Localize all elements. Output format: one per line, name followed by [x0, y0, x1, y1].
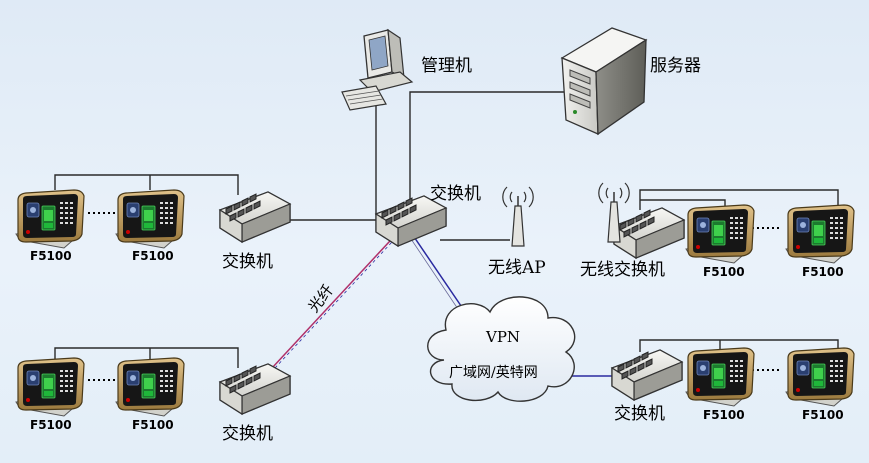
switch-left-bottom-label: 交换机: [222, 424, 273, 444]
terminal-model-label: F5100: [802, 408, 844, 422]
wan-label: 广域网/英特网: [449, 365, 538, 381]
terminal-left-top-2-icon: [115, 189, 185, 249]
terminal-left-bottom-1-icon: [15, 357, 85, 417]
terminal-model-label: F5100: [703, 265, 745, 279]
wireless-ap-icon: [502, 186, 534, 247]
wan-cloud-icon: [427, 296, 576, 402]
switch-left-bottom-icon: [219, 363, 291, 415]
terminal-model-label: F5100: [132, 418, 174, 432]
admin-pc-label: 管理机: [421, 56, 472, 76]
switch-right-bottom-icon: [611, 349, 683, 401]
server-label: 服务器: [650, 56, 701, 76]
admin-pc-icon: [341, 28, 414, 111]
terminal-right-bottom-1-icon: [685, 347, 755, 407]
server-icon: [560, 27, 648, 136]
wireless-switch-label: 无线交换机: [580, 260, 665, 280]
ellipsis-dots: [88, 212, 782, 381]
terminal-model-label: F5100: [703, 408, 745, 422]
terminal-model-label: F5100: [802, 265, 844, 279]
terminal-left-top-1-icon: [15, 189, 85, 249]
wireless-ap-label: 无线AP: [488, 258, 546, 278]
terminal-model-label: F5100: [30, 418, 72, 432]
terminal-right-top-2-icon: [785, 204, 855, 264]
cable-server-core: [409, 91, 572, 200]
switch-left-top-label: 交换机: [222, 252, 273, 272]
switch-left-top-icon: [219, 191, 291, 243]
cable-switch-left-bottom-terminals: [54, 347, 239, 368]
wireless-switch-icon: [598, 182, 685, 259]
cable-switch-right-bottom-terminals: [639, 339, 839, 355]
terminal-model-label: F5100: [30, 249, 72, 263]
switch-right-bottom-label: 交换机: [614, 404, 665, 424]
vpn-label: VPN: [486, 328, 521, 346]
terminal-right-top-1-icon: [685, 204, 755, 264]
terminal-left-bottom-2-icon: [115, 357, 185, 417]
terminal-model-label: F5100: [132, 249, 174, 263]
fiber-link: [271, 227, 406, 369]
core-switch-label: 交换机: [430, 184, 481, 204]
terminal-right-bottom-2-icon: [785, 347, 855, 407]
cable-switch-left-top-terminals: [54, 174, 239, 195]
